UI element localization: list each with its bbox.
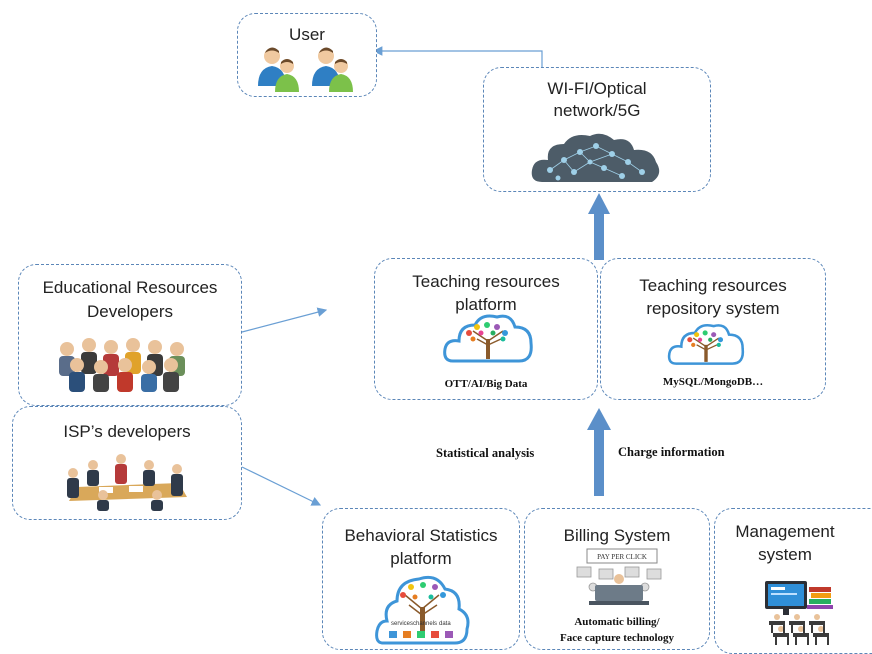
behavioral-label-line2: platform [390,549,452,568]
platform-box: Teaching resources platform OTT/AI/Big D… [374,258,598,400]
network-label-line1: WI-FI/Optical [547,79,647,98]
classroom-computer-icon [765,581,833,645]
network-box: WI-FI/Optical network/5G [483,67,711,192]
platform-label-line2: platform [455,295,517,314]
billing-label: Billing System [563,526,671,545]
isp-label: ISP’s developers [63,422,191,441]
arrow-isp-to-behavioral [241,466,322,506]
behavioral-tree-cloud-icon: services channels data [375,575,470,645]
charge-information-label: Charge information [618,445,725,459]
pay-per-click-icon: PAY PER CLICK [576,548,662,605]
edu-developers-box: Educational Resources Developers [18,264,242,406]
user-box: User [237,13,377,97]
edu-label-line2: Developers [87,302,173,321]
billing-sub-line1: Automatic billing/ [574,616,660,628]
arrow-edu-to-platform [241,307,328,333]
repository-box: Teaching resources repository system MyS… [600,258,826,400]
network-cloud-icon [531,133,660,182]
pay-per-click-sign: PAY PER CLICK [597,553,647,561]
billing-box: Billing System PAY PER CLICK Automatic b… [524,508,710,650]
cloud-word-channels: channels [413,621,437,627]
isp-developers-box: ISP’s developers [12,406,242,520]
network-label-line2: network/5G [553,101,641,120]
edu-label-line1: Educational Resources [42,278,218,297]
meeting-team-icon [67,454,187,511]
developers-group-icon [59,338,185,392]
billing-sub-line2: Face capture technology [559,632,675,644]
user-label: User [289,25,325,44]
cloud-word-services: services [391,621,413,627]
repository-subtitle: MySQL/MongoDB… [662,376,764,388]
statistical-analysis-label: Statistical analysis [436,446,535,460]
management-label-line1: Management [735,522,835,541]
platform-label-line1: Teaching resources [412,272,560,291]
cloud-word-data: data [439,621,451,627]
behavioral-label-line1: Behavioral Statistics [344,526,498,545]
repository-tree-cloud-icon [667,323,745,365]
knowledge-tree-cloud-icon [443,314,533,363]
thick-arrow-to-platform [587,408,611,496]
behavioral-box: Behavioral Statistics platform services … [322,508,520,650]
repository-label-line1: Teaching resources [639,276,787,295]
management-label-line2: system [758,545,812,564]
thick-arrow-to-network [588,193,610,260]
arrow-network-to-user [372,46,543,67]
users-icon [258,47,353,92]
platform-subtitle: OTT/AI/Big Data [444,378,528,390]
repository-label-line2: repository system [646,299,780,318]
management-box: Management system [714,508,872,654]
